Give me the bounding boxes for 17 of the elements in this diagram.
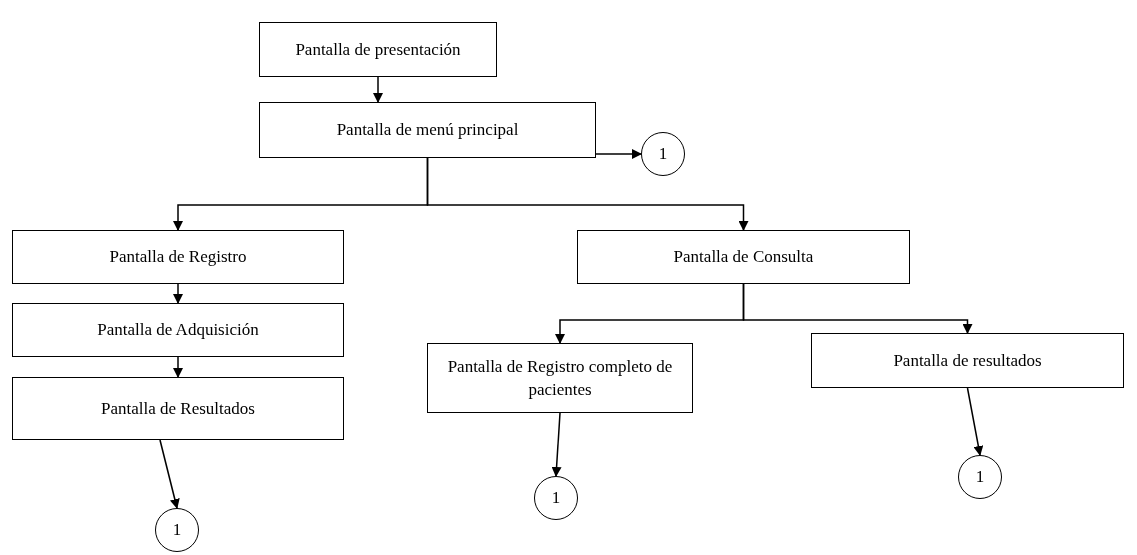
arrow <box>595 149 642 159</box>
process-box: Pantalla de Registro completo de pacientes <box>427 343 693 413</box>
arrow <box>159 439 180 509</box>
arrow <box>173 356 183 378</box>
arrow <box>373 76 383 103</box>
process-box: Pantalla de presentación <box>259 22 497 77</box>
arrow <box>173 283 183 304</box>
arrow <box>426 157 749 231</box>
process-box: Pantalla de menú principal <box>259 102 596 158</box>
process-box: Pantalla de Adquisición <box>12 303 344 357</box>
process-box: Pantalla de Resultados <box>12 377 344 440</box>
arrow <box>742 283 973 334</box>
arrow <box>551 412 562 477</box>
process-box: Pantalla de resultados <box>811 333 1124 388</box>
process-box: Pantalla de Consulta <box>577 230 910 284</box>
process-box: Pantalla de Registro <box>12 230 344 284</box>
arrow <box>966 387 984 456</box>
